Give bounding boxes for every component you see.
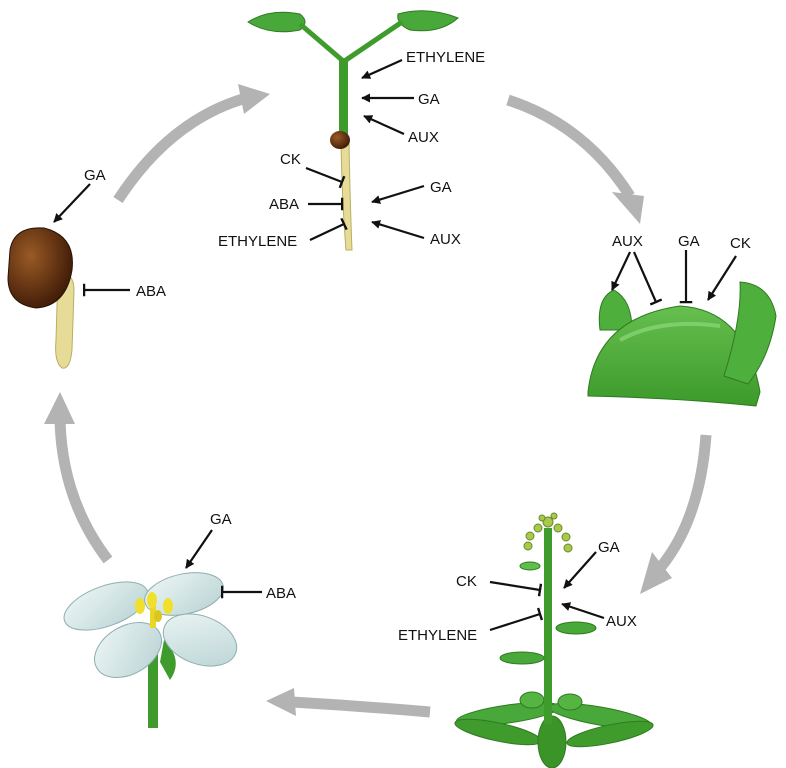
seedling-illustration	[247, 10, 459, 251]
rosette-label-ethylene: ETHYLENE	[398, 627, 477, 644]
cycle-arrowhead-seed	[44, 392, 75, 424]
flower-petal	[94, 622, 162, 678]
rosette-label-aux: AUX	[606, 613, 637, 630]
seed-label-ga: GA	[84, 167, 106, 184]
cauline-leaf	[555, 621, 597, 635]
cycle-arrowhead-seedling	[238, 84, 270, 114]
flower-illustration	[63, 572, 238, 728]
seed-label-aba: ABA	[136, 283, 166, 300]
meristem-illustration	[587, 281, 777, 407]
flower-stem	[148, 650, 158, 728]
flower-stamens	[135, 592, 173, 628]
seedling-petiole-right	[344, 19, 404, 63]
seedling-hypocotyl	[339, 58, 348, 142]
rosette-label-ck: CK	[456, 573, 477, 590]
seedling-label-ethylene-root: ETHYLENE	[218, 233, 297, 250]
meristem-label-ga: GA	[678, 233, 700, 250]
seedling-label-ga-shoot: GA	[418, 91, 440, 108]
flower-petal	[63, 581, 149, 631]
cycle-arrowhead-rosette	[640, 552, 672, 594]
cycle-arrow-seedling-to-meristem	[506, 94, 635, 199]
seedling-label-ethylene-shoot: ETHYLENE	[406, 49, 485, 66]
flower-petal	[162, 613, 238, 667]
seedling-label-ck-root: CK	[280, 151, 301, 168]
flower-label-ga: GA	[210, 511, 232, 528]
seedling-cotyledon-right	[397, 10, 459, 32]
seedling-edges	[305, 58, 425, 241]
rosette-leaf	[566, 720, 654, 748]
meristem-leaf-primordium-right	[723, 281, 777, 385]
rosette-label-ga: GA	[598, 539, 620, 556]
cauline-leaf	[499, 651, 545, 665]
flower-buds	[523, 512, 573, 553]
seedling-label-aux-shoot: AUX	[408, 129, 439, 146]
inflorescence-stem	[544, 528, 552, 724]
seed-body	[7, 227, 73, 309]
rosette-leaf	[557, 693, 583, 711]
meristem-dome-highlight	[619, 321, 721, 342]
seedling-label-aba-root: ABA	[269, 196, 299, 213]
cycle-arrow-rosette-to-flower	[291, 696, 431, 718]
meristem-edges	[611, 250, 737, 306]
seedling-label-ga-root: GA	[430, 179, 452, 196]
seedling-seed-coat	[330, 131, 350, 149]
cauline-leaf	[519, 561, 541, 571]
meristem-label-aux: AUX	[612, 233, 643, 250]
cycle-arrow-flower-to-seed	[54, 419, 113, 564]
rosette-leaf	[519, 691, 545, 709]
seedling-root	[340, 141, 353, 251]
seedling-label-aux-root: AUX	[430, 231, 461, 248]
cycle-arrow-meristem-to-rosette	[655, 434, 712, 572]
seedling-cotyledon-left	[247, 11, 306, 33]
seedling-petiole-left	[298, 22, 344, 62]
flower-edges	[185, 529, 262, 599]
rosette-edges	[489, 551, 605, 632]
cycle-arrowhead-meristem	[612, 192, 644, 224]
rosette-illustration	[454, 512, 654, 768]
cycle-arrowhead-flower	[266, 688, 296, 716]
cycle-arrow-seed-to-seedling	[113, 92, 248, 203]
flower-label-aba: ABA	[266, 585, 296, 602]
seed-edges	[53, 183, 130, 297]
seed-illustration	[7, 227, 75, 369]
cycle-arrows	[44, 84, 712, 718]
meristem-label-ck: CK	[730, 235, 751, 252]
